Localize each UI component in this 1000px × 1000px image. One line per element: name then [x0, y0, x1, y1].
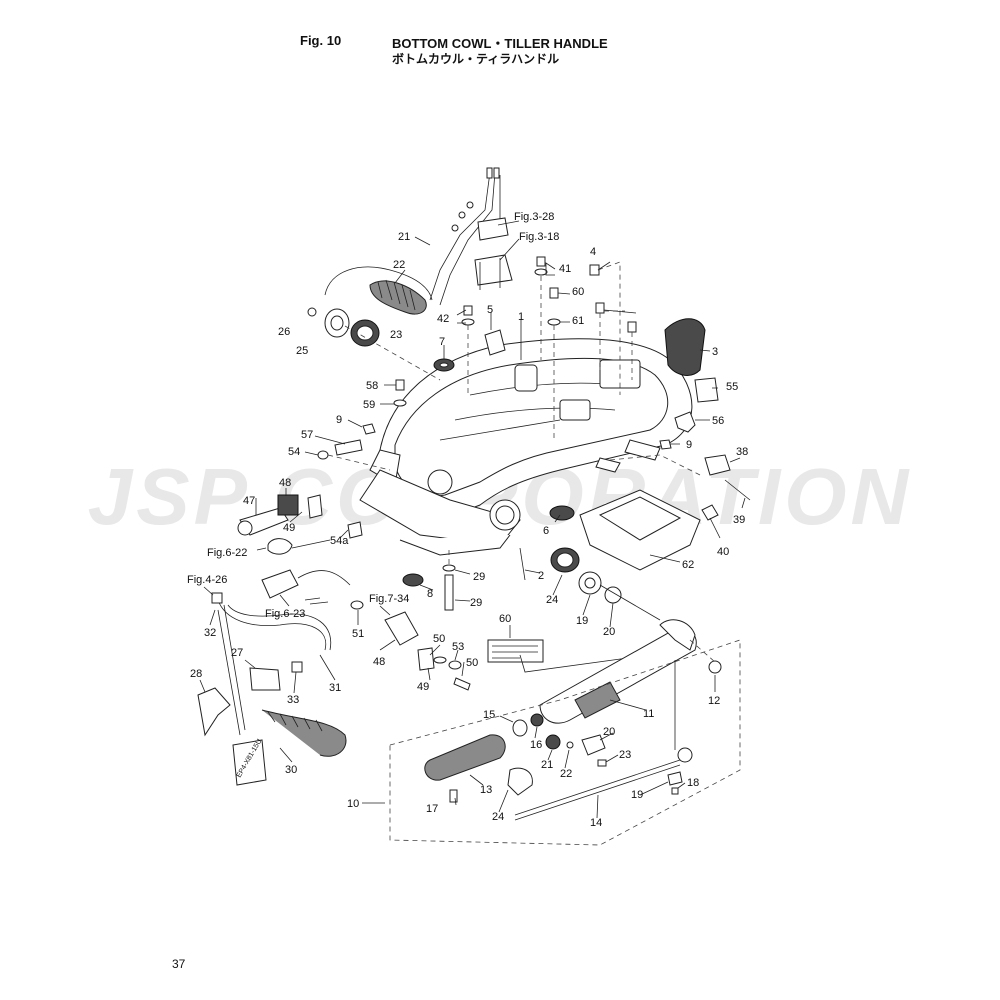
callout-55: 57 — [301, 429, 313, 441]
callout-11: 11 — [643, 708, 654, 720]
ref-fig-6-23: Fig.6-23 — [265, 608, 305, 620]
callout-30: 25 — [296, 345, 308, 357]
callout-32: 27 — [231, 647, 243, 659]
callout-33: 28 — [190, 668, 202, 680]
callout-15: 15 — [483, 709, 495, 721]
callout-37: 31 — [329, 682, 341, 694]
callout-5: 5 — [487, 304, 493, 316]
callout-23: 23 — [619, 749, 631, 761]
callout-14: 14 — [590, 817, 602, 829]
callout-22: 22 — [560, 768, 572, 780]
callout-26: 20 — [603, 626, 615, 638]
bottom-cowl — [359, 338, 693, 556]
callout-21: 21 — [541, 759, 553, 771]
title-english: BOTTOM COWL・TILLER HANDLE — [392, 36, 608, 51]
fasteners — [317, 256, 672, 471]
wire-harness — [429, 167, 513, 306]
callout-38: 32 — [204, 627, 216, 639]
callout-59: 61 — [572, 315, 584, 327]
callout-38-b: 33 — [287, 694, 299, 706]
callout-29-b: 24 — [546, 594, 558, 606]
callout-9-b: 9 — [686, 439, 692, 451]
callout-13: 13 — [480, 784, 492, 796]
callout-6: 6 — [543, 525, 549, 537]
callout-36: 30 — [285, 764, 297, 776]
fig-number: Fig. 10 — [300, 33, 342, 48]
title-japanese: ボトムカウル・ティラハンドル — [392, 52, 560, 66]
callout-3: 3 — [712, 346, 718, 358]
callout-4: 4 — [590, 246, 596, 258]
callout-20: 20 — [603, 726, 615, 738]
callout-60: 60 — [499, 613, 511, 625]
callout-42-b: 42 — [437, 313, 449, 325]
callout-25: 19 — [576, 615, 588, 627]
callout-57: 59 — [363, 399, 375, 411]
ref-fig-7-34: Fig.7-34 — [369, 593, 409, 605]
callout-46: 48 — [373, 656, 385, 668]
callout-54: 55 — [726, 381, 738, 393]
callout-50-b: 53 — [452, 641, 464, 653]
callout-31: 26 — [278, 326, 290, 338]
ref-fig-3-28: Fig.3-28 — [514, 211, 554, 223]
leader-lines — [199, 220, 746, 819]
page-number: 37 — [172, 957, 186, 971]
callout-53: 54a — [330, 535, 349, 547]
center-lower-parts — [350, 547, 651, 691]
callout-24: 24 — [492, 811, 504, 823]
callout-45: 49 — [283, 522, 295, 534]
callout-10: 10 — [347, 798, 359, 810]
callout-54a: 56 — [712, 415, 724, 427]
callout-49: 50 — [466, 657, 478, 669]
callout-50: 51 — [352, 628, 364, 640]
callout-58: 60 — [572, 286, 584, 298]
left-side-parts — [237, 439, 363, 605]
callouts: 21 22 26 25 23 41 4 60 61 42 5 1 7 3 58 … — [187, 211, 748, 829]
callout-39: 38 — [736, 446, 748, 458]
callout-43: 47 — [243, 495, 255, 507]
cable-grommet — [307, 266, 441, 381]
callout-51: 54 — [288, 446, 300, 458]
callout-34: 29 — [470, 597, 482, 609]
callout-8: 8 — [427, 588, 433, 600]
callout-41: 40 — [717, 546, 729, 558]
tiller-handle — [389, 547, 741, 846]
callout-35: 29 — [473, 571, 485, 583]
callout-18: 18 — [687, 777, 699, 789]
callout-48: 50 — [433, 633, 445, 645]
callout-7: 7 — [439, 336, 445, 348]
callout-19: 19 — [631, 789, 643, 801]
callout-29: 23 — [390, 329, 402, 341]
callout-28: 22 — [393, 259, 405, 271]
ref-fig-4-26: Fig.4-26 — [187, 574, 227, 586]
callout-2: 2 — [538, 570, 544, 582]
callout-40: 39 — [733, 514, 745, 526]
callout-12: 12 — [708, 695, 720, 707]
callout-1: 1 — [518, 311, 524, 323]
callout-44: 48 — [279, 477, 291, 489]
right-side-parts — [549, 318, 751, 571]
callout-56: 58 — [366, 380, 378, 392]
fuel-hose-assembly: EP4-X81-15U — [197, 592, 347, 786]
callout-47: 49 — [417, 681, 429, 693]
callout-61: 62 — [682, 559, 694, 571]
callout-42: 41 — [559, 263, 571, 275]
ref-fig-3-18: Fig.3-18 — [519, 231, 559, 243]
ref-fig-6-22: Fig.6-22 — [207, 547, 247, 559]
callout-16: 16 — [530, 739, 542, 751]
callout-17: 17 — [426, 803, 438, 815]
callout-9: 9 — [336, 414, 342, 426]
callout-27: 21 — [398, 231, 410, 243]
